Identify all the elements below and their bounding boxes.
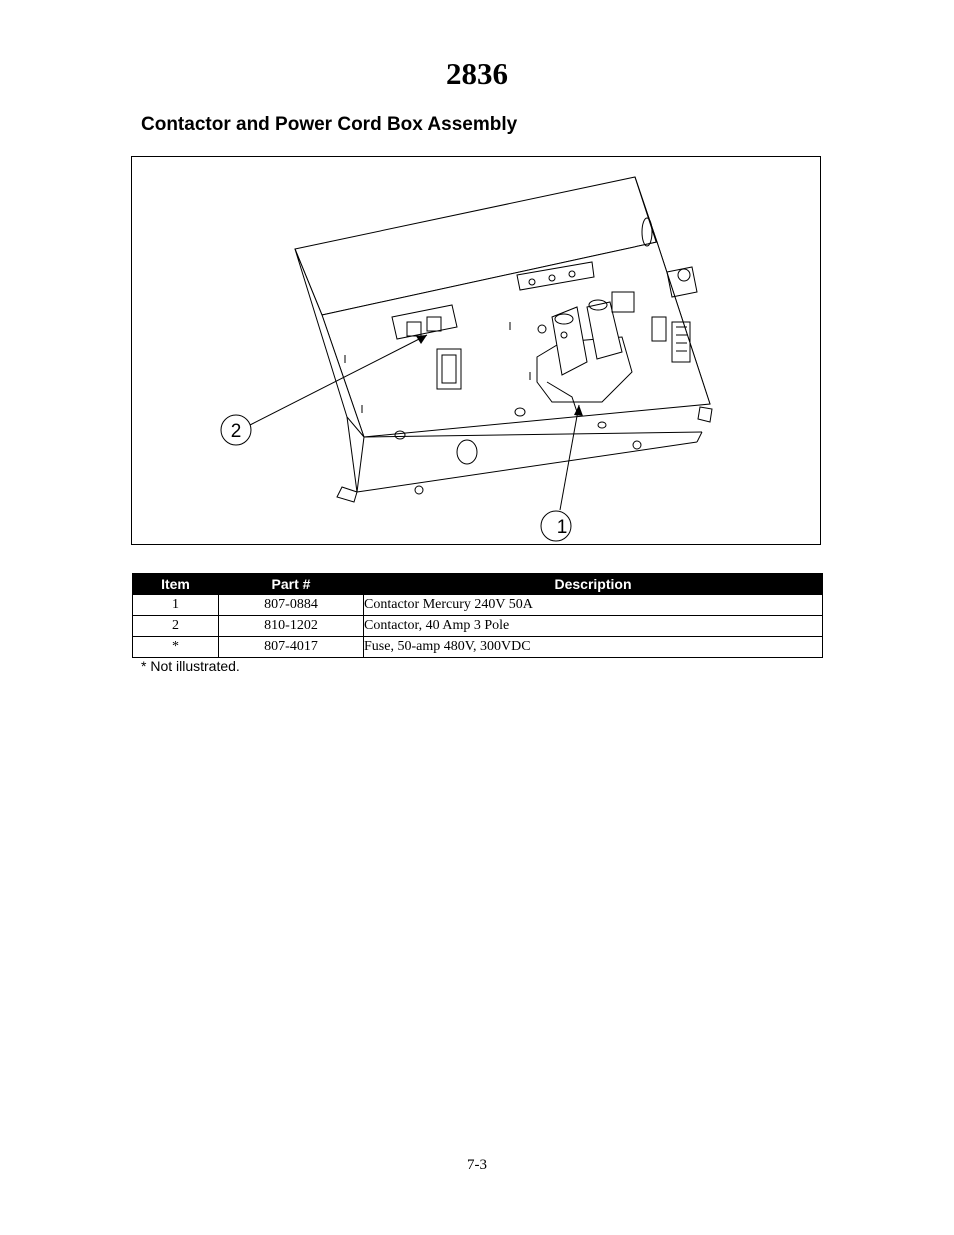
part-number-cell: 807-0884 [218, 594, 364, 616]
model-number: 2836 [446, 56, 508, 91]
description-cell: Contactor, 40 Amp 3 Pole [363, 615, 823, 637]
section-title: Contactor and Power Cord Box Assembly [141, 114, 518, 135]
table-row: 1 807-0884 Contactor Mercury 240V 50A [132, 594, 823, 616]
header-description: Description [363, 573, 823, 595]
part-number-cell: 810-1202 [218, 615, 364, 637]
table-row: * 807-4017 Fuse, 50-amp 480V, 300VDC [132, 636, 823, 658]
assembly-figure: 2 1 [131, 156, 821, 545]
description-cell: Fuse, 50-amp 480V, 300VDC [363, 636, 823, 658]
header-part-number: Part # [218, 573, 364, 595]
assembly-drawing: 2 1 [220, 176, 713, 542]
callout-1: 1 [557, 517, 568, 538]
parts-table-header: Item Part # Description [132, 573, 823, 595]
page-number: 7-3 [467, 1157, 487, 1173]
item-cell: 2 [132, 615, 219, 637]
parts-table: Item Part # Description 1 807-0884 Conta… [132, 573, 823, 658]
item-cell: 1 [132, 594, 219, 616]
description-cell: Contactor Mercury 240V 50A [363, 594, 823, 616]
footnote: * Not illustrated. [141, 658, 240, 674]
part-number-cell: 807-4017 [218, 636, 364, 658]
item-cell: * [132, 636, 219, 658]
table-row: 2 810-1202 Contactor, 40 Amp 3 Pole [132, 615, 823, 637]
callout-2: 2 [231, 421, 242, 442]
header-item: Item [132, 573, 219, 595]
